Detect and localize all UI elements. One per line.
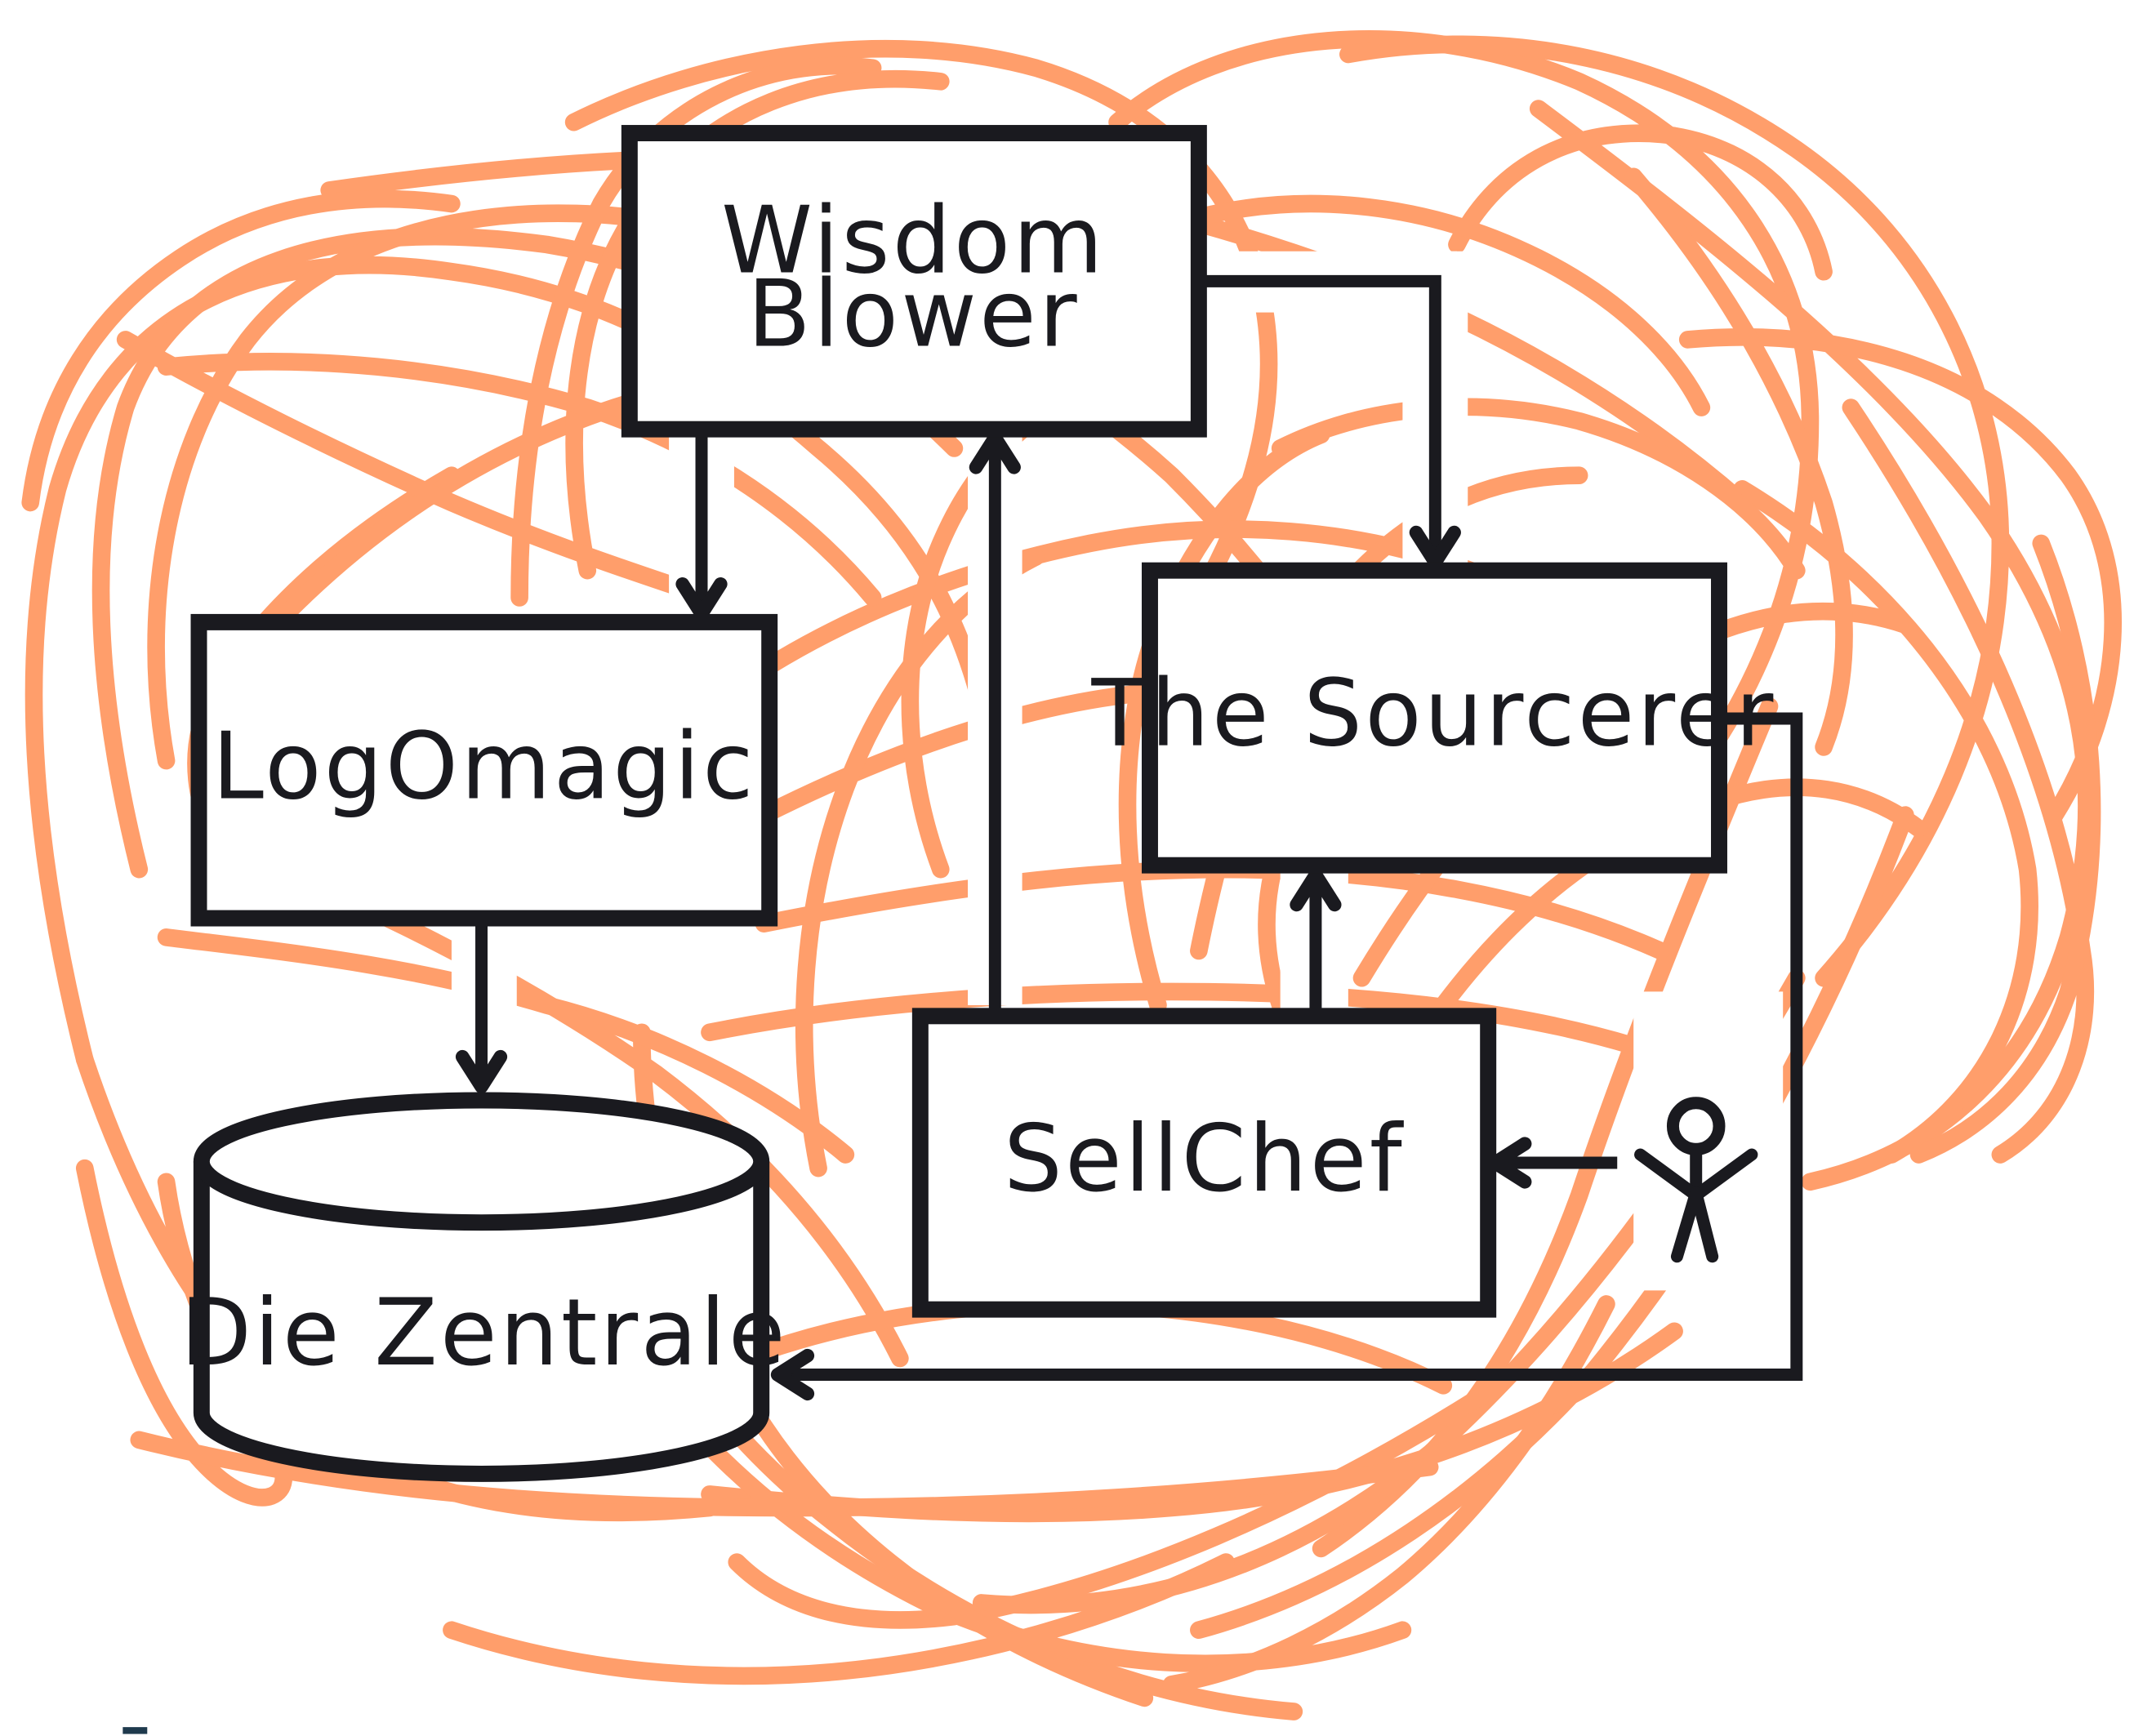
scribble-loop — [1162, 1295, 1615, 1694]
node-label: LogOmagic — [212, 712, 756, 820]
node-label: The Sourcerer — [1091, 659, 1776, 767]
node-sourcerer: The Sourcerer — [1091, 562, 1776, 874]
node-box — [911, 1008, 1497, 1318]
scribble-loop — [1339, 35, 2010, 987]
scribble-loop — [701, 520, 1480, 715]
scribble-loop — [130, 1431, 1439, 1517]
scribble-loop — [1108, 30, 1820, 824]
node-label-line1: Wisdom — [721, 187, 1106, 295]
arrowhead — [455, 1049, 508, 1094]
node-logomagic: LogOmagic — [190, 613, 778, 927]
node-wisdom-blower: Wisdom Blower — [621, 125, 1207, 438]
node-label-line2: Blower — [747, 260, 1080, 367]
stick-figure-user-icon — [1634, 1097, 1758, 1263]
edge-wisdom-sourcerer — [1198, 274, 1441, 563]
scribble-loop — [116, 331, 719, 607]
actor-arm-left — [1634, 1148, 1703, 1202]
scribble-loop — [1190, 806, 1914, 1640]
node-sellchef: SellChef — [911, 1008, 1497, 1318]
scribble-loop — [1909, 534, 2101, 1164]
scribble-loop — [1733, 480, 2038, 1164]
actor-arm-right — [1690, 1148, 1758, 1202]
scribble-loop — [443, 1553, 1235, 1685]
scribble-loop — [157, 353, 882, 607]
node-box — [190, 613, 778, 927]
scribble-loop — [21, 189, 461, 512]
node-label: SellChef — [1004, 1105, 1405, 1213]
scribble-loop — [1678, 327, 2123, 824]
node-box — [1141, 562, 1727, 874]
actor-leg-right — [1690, 1186, 1719, 1263]
arrowhead — [770, 1348, 815, 1401]
scribble-loop — [510, 56, 882, 607]
scribble-loop — [1190, 194, 1711, 416]
edge-sourcerer-zentrale — [777, 712, 1803, 1381]
scribble-loop — [795, 548, 1045, 1177]
scribble-loop — [25, 256, 991, 1069]
node-zentrale: Die Zentrale — [180, 1092, 788, 1482]
node-box — [621, 125, 1207, 438]
scribble-loop — [1271, 398, 1806, 580]
scribble-loop — [1624, 167, 1853, 756]
scribble-loop — [1842, 398, 2095, 1164]
scribble-loop — [1529, 100, 2096, 1191]
scribble-loop — [1448, 124, 1833, 281]
arrowhead — [1290, 868, 1342, 912]
database-cylinder-body — [193, 1161, 770, 1482]
database-cylinder-top — [193, 1092, 770, 1231]
node-label: Die Zentrale — [180, 1279, 788, 1387]
